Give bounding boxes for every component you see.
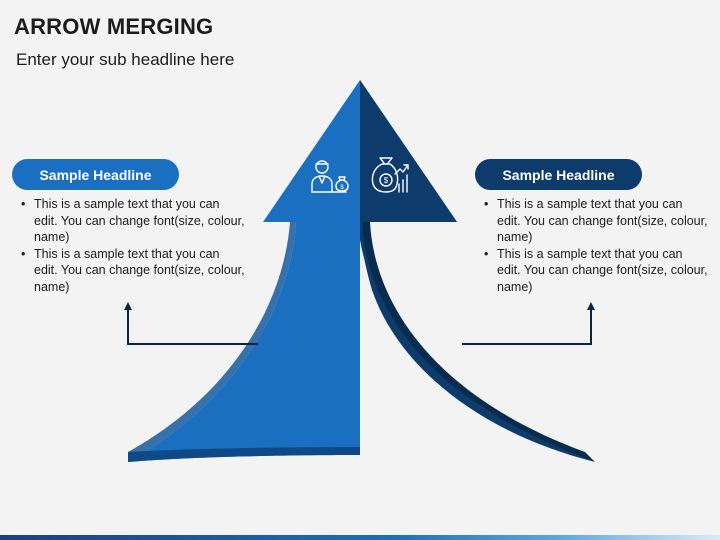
left-bullet-list: This is a sample text that you can edit.… bbox=[20, 196, 245, 295]
left-headline-pill: Sample Headline bbox=[12, 159, 179, 190]
svg-text:$: $ bbox=[340, 185, 344, 191]
slide-title: ARROW MERGING bbox=[14, 14, 214, 39]
left-arrow bbox=[128, 80, 360, 462]
right-bullet-item: This is a sample text that you can edit.… bbox=[483, 246, 708, 296]
slide-subtitle: Enter your sub headline here bbox=[16, 50, 235, 69]
right-bullet-list: This is a sample text that you can edit.… bbox=[483, 196, 708, 295]
right-connector bbox=[462, 302, 595, 345]
right-headline-pill: Sample Headline bbox=[475, 159, 642, 190]
left-headline-label: Sample Headline bbox=[39, 166, 152, 183]
left-bullet-item: This is a sample text that you can edit.… bbox=[20, 246, 245, 296]
businessman-money-icon: $ bbox=[311, 160, 349, 193]
money-bag-growth-icon: $ bbox=[371, 157, 409, 193]
right-headline-label: Sample Headline bbox=[502, 166, 615, 183]
left-bullet-item: This is a sample text that you can edit.… bbox=[20, 196, 245, 246]
svg-text:$: $ bbox=[384, 176, 389, 185]
right-bullet-item: This is a sample text that you can edit.… bbox=[483, 196, 708, 246]
right-arrow bbox=[360, 80, 595, 462]
footer-accent-bar bbox=[0, 535, 720, 540]
left-connector bbox=[124, 302, 258, 345]
